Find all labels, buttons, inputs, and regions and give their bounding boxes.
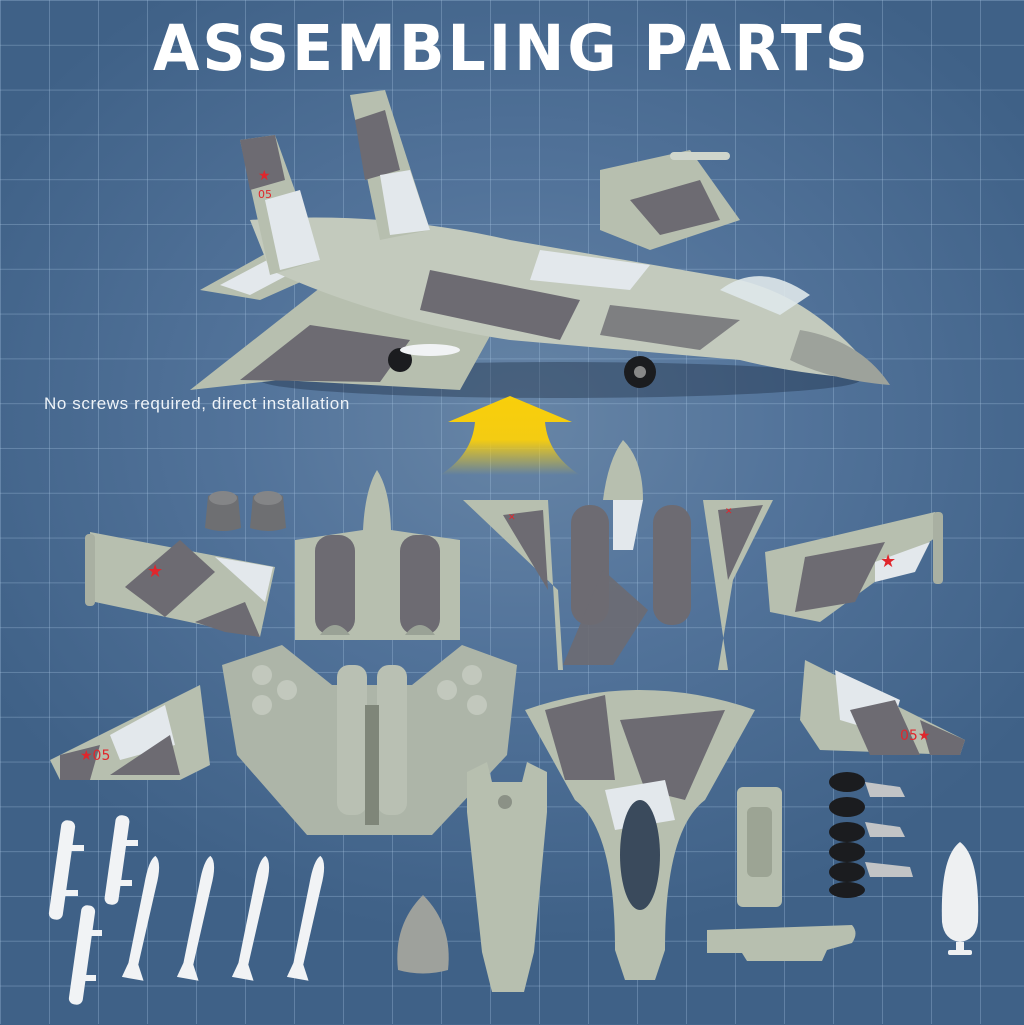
svg-text:✕: ✕ (725, 507, 733, 517)
rear-fuselage-engines-part (295, 470, 460, 640)
landing-gear-part (829, 772, 913, 898)
page-title: ASSEMBLING PARTS (152, 12, 872, 86)
forward-fuselage-upper-part (525, 690, 755, 980)
right-wing-part: ★ (765, 512, 943, 622)
forward-fuselage-lower-part (467, 762, 547, 992)
svg-text:★: ★ (147, 561, 163, 582)
svg-text:05: 05 (258, 188, 272, 201)
svg-text:★: ★ (258, 168, 271, 184)
missile-rail-part (48, 815, 138, 1005)
nose-cone-part (397, 895, 449, 974)
canopy-part (941, 842, 979, 955)
arrow-up-icon (440, 396, 580, 475)
upper-fuselage-top-part: ✕ ✕ (463, 440, 773, 670)
right-tail-fin-part: 05★ (800, 660, 965, 755)
assembled-jet-image: ★ 05 (190, 90, 890, 398)
cockpit-seat-part (737, 787, 782, 907)
lower-fuselage-base-part (222, 645, 517, 835)
svg-text:★: ★ (880, 551, 896, 572)
installation-caption: No screws required, direct installation (44, 394, 350, 413)
svg-text:✕: ✕ (508, 513, 516, 523)
left-wing-part: ★ (85, 532, 275, 637)
left-tail-fin-part: ★05 (50, 685, 210, 780)
engine-nozzle-pair (205, 491, 286, 531)
svg-text:05★: 05★ (900, 728, 930, 744)
svg-text:★05: ★05 (80, 748, 110, 764)
missile-part (121, 855, 325, 981)
ventral-plate-part (707, 925, 856, 961)
